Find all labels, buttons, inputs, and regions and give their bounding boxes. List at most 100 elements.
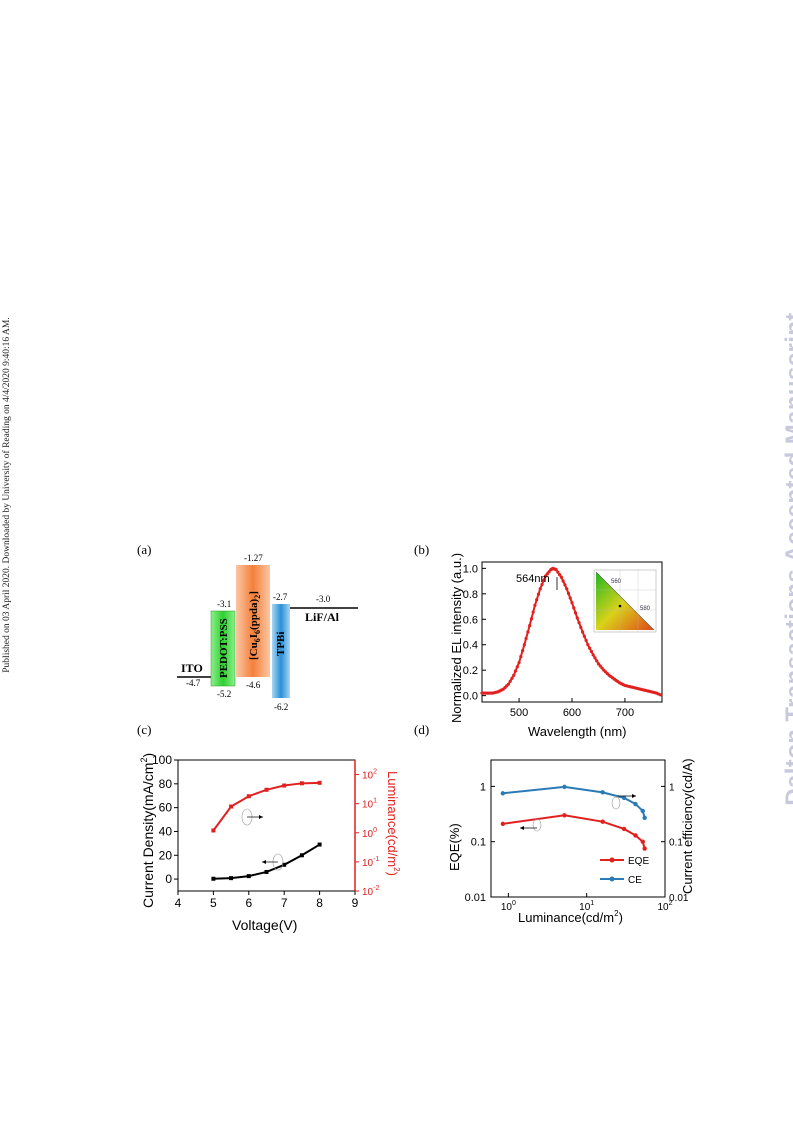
data-point bbox=[588, 646, 592, 650]
luminance-point bbox=[282, 783, 287, 788]
data-point bbox=[558, 573, 562, 577]
ce-point bbox=[562, 784, 567, 790]
chart-d-frame bbox=[490, 759, 666, 898]
y-tick-label-left: 100 bbox=[152, 753, 172, 767]
data-point bbox=[556, 570, 560, 574]
y-tick-label-right: 101 bbox=[362, 798, 377, 811]
x-tick-label: 4 bbox=[175, 896, 182, 910]
luminance-point bbox=[229, 804, 234, 809]
ito-label: ITO bbox=[181, 661, 203, 675]
cu6i6-label: [Cu6I6(ppda)2] bbox=[248, 591, 262, 660]
luminance-point bbox=[246, 794, 251, 799]
data-point bbox=[559, 575, 564, 579]
data-point bbox=[589, 649, 594, 654]
data-point bbox=[595, 659, 599, 663]
tpbi-block bbox=[272, 604, 290, 698]
y-tick-label-left: 80 bbox=[159, 777, 173, 791]
panel-label-d: (d) bbox=[414, 722, 429, 737]
data-point bbox=[584, 638, 588, 643]
data-point bbox=[531, 610, 535, 614]
legend-eqe: EQE bbox=[628, 856, 649, 867]
data-point bbox=[524, 636, 528, 640]
data-point bbox=[538, 587, 542, 591]
data-point bbox=[580, 630, 585, 634]
chart-c-xlabel: Voltage(V) bbox=[232, 917, 297, 933]
data-point bbox=[522, 643, 526, 647]
current-density-point bbox=[264, 869, 269, 874]
x-tick-label: 101 bbox=[579, 900, 594, 913]
y-tick-label-right: 1 bbox=[669, 782, 675, 793]
data-point bbox=[519, 655, 523, 659]
data-point bbox=[533, 603, 537, 607]
data-point bbox=[579, 625, 583, 629]
x-tick-label: 102 bbox=[657, 900, 672, 913]
eqe-point bbox=[500, 821, 506, 827]
eqe-point bbox=[642, 846, 647, 851]
x-tick-label: 7 bbox=[281, 896, 288, 910]
chart-c-ylabel-left: Current Density(mA/cm2) bbox=[139, 753, 156, 908]
chart-c-arrows bbox=[241, 808, 284, 871]
pedot-pss-label: PEDOT:PSS bbox=[218, 618, 230, 678]
luminance-point bbox=[211, 828, 216, 833]
data-point bbox=[566, 591, 571, 595]
data-point bbox=[593, 656, 597, 660]
current-density-point bbox=[229, 876, 234, 881]
data-point bbox=[535, 598, 539, 602]
y-tick-label-right: 10-2 bbox=[362, 885, 379, 898]
chart-d-ylabel-right: Current efficiency(cd/A) bbox=[680, 758, 695, 894]
tpbi-homo-label: -6.2 bbox=[274, 702, 288, 712]
cu6i6-block bbox=[236, 565, 270, 677]
data-point bbox=[508, 679, 512, 683]
data-point bbox=[554, 568, 558, 572]
y-tick-label: 0.2 bbox=[463, 665, 478, 677]
x-tick-label: 9 bbox=[352, 896, 359, 910]
legend-ce: CE bbox=[628, 875, 642, 886]
data-point bbox=[570, 601, 574, 605]
eqe-point bbox=[621, 826, 627, 832]
cu6i6-lumo-label: -1.27 bbox=[244, 553, 263, 563]
current-density-point bbox=[211, 876, 216, 881]
tpbi-lumo-label: -2.7 bbox=[273, 592, 288, 602]
current-density-point bbox=[282, 862, 287, 867]
cie-inset: 560 580 bbox=[593, 569, 657, 633]
ce-point bbox=[640, 808, 645, 814]
y-tick-label: 0.4 bbox=[463, 640, 478, 652]
ce-point bbox=[642, 815, 647, 821]
data-point bbox=[536, 592, 541, 596]
x-tick-label: 5 bbox=[210, 896, 217, 910]
eqe-point bbox=[640, 839, 645, 844]
data-point bbox=[540, 582, 544, 587]
data-point bbox=[512, 673, 516, 677]
x-tick-label: 500 bbox=[510, 707, 528, 719]
chart-d-arrows bbox=[520, 794, 636, 832]
chart-d-legend: EQE CE bbox=[600, 856, 649, 886]
eqe-line bbox=[502, 814, 646, 849]
data-point bbox=[600, 666, 604, 670]
data-point bbox=[510, 676, 514, 680]
current-density-point bbox=[317, 842, 322, 847]
ito-level-label: -4.7 bbox=[186, 678, 201, 688]
data-point bbox=[515, 665, 519, 669]
tpbi-label: TPBi bbox=[275, 632, 287, 656]
data-point bbox=[513, 669, 518, 673]
data-point bbox=[529, 617, 534, 621]
x-tick-label: 8 bbox=[316, 896, 323, 910]
data-point bbox=[528, 624, 532, 628]
y-tick-label: 0.8 bbox=[463, 589, 478, 601]
chart-c-ylabel-right: Luminance(cd/m2) bbox=[385, 771, 401, 876]
data-point bbox=[598, 664, 602, 668]
chart-b-xlabel: Wavelength (nm) bbox=[528, 724, 627, 739]
y-tick-label-left: 0.1 bbox=[471, 837, 486, 849]
y-tick-label: 1.0 bbox=[463, 563, 478, 575]
chart-d-ylabel-left: EQE(%) bbox=[447, 823, 462, 871]
ce-line bbox=[502, 785, 646, 819]
cie-point bbox=[618, 604, 622, 608]
pedot-lumo-label: -3.1 bbox=[217, 599, 231, 609]
y-tick-label-left: 1 bbox=[480, 781, 486, 793]
lif-al-level-label: -3.0 bbox=[316, 594, 331, 604]
ce-point bbox=[633, 801, 638, 807]
